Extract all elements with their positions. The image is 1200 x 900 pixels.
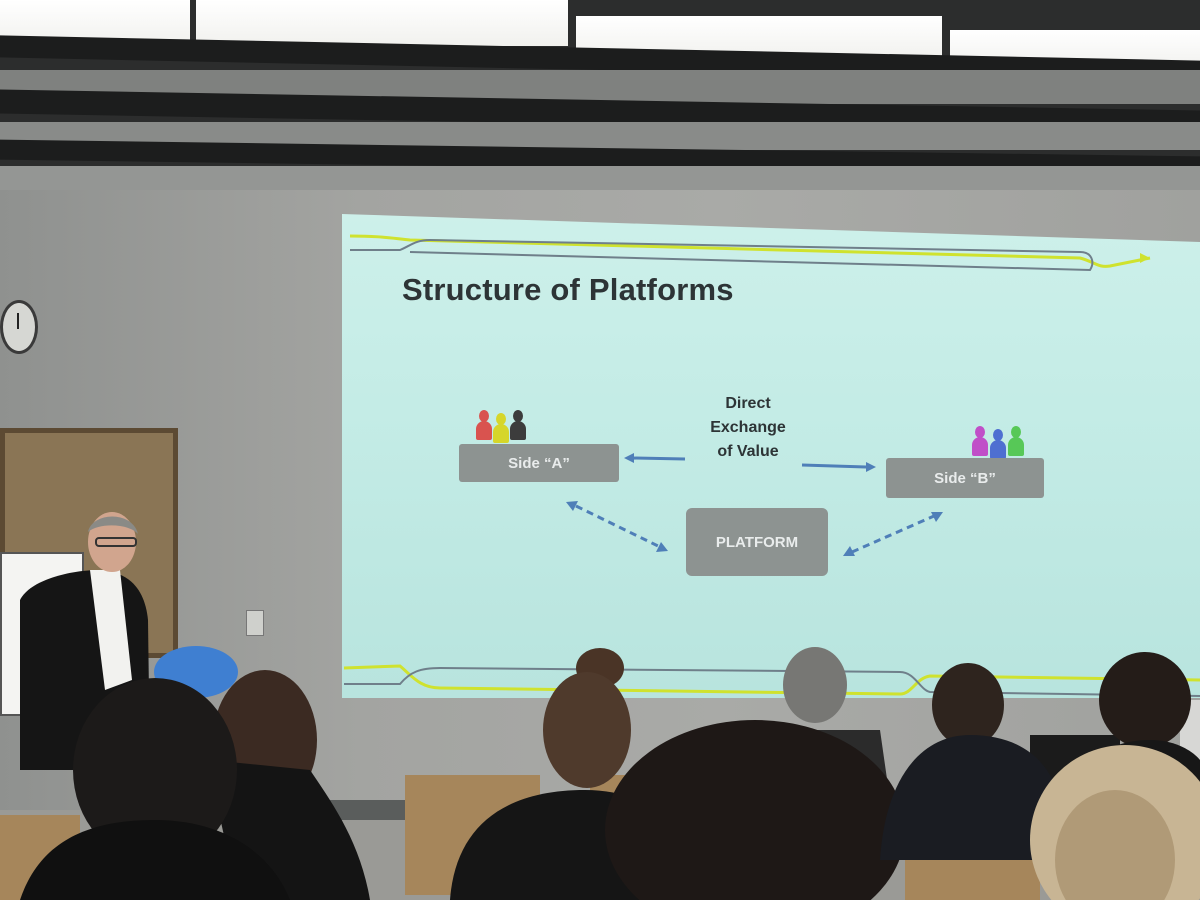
side-b-label: Side “B” xyxy=(934,469,996,487)
audience-head xyxy=(783,647,847,723)
audience-head xyxy=(1099,652,1191,748)
arrow-to-side-a-head xyxy=(624,453,634,463)
ceiling-panel xyxy=(0,166,1200,190)
audience-head xyxy=(932,663,1004,747)
bottom-deco-line xyxy=(344,666,1200,697)
platform-label: PLATFORM xyxy=(715,533,799,551)
side-a-box: Side “A” xyxy=(459,444,619,482)
exchange-line: Direct xyxy=(725,395,771,412)
exchange-line: of Value xyxy=(717,443,779,460)
platform-link-b xyxy=(851,514,935,554)
top-deco-line xyxy=(349,234,1151,268)
ceiling-light xyxy=(196,0,568,46)
audience-body xyxy=(880,735,1060,860)
side-b-box: Side “B” xyxy=(886,458,1044,498)
top-deco-arrowhead xyxy=(1140,253,1150,263)
platform-link-a xyxy=(575,504,659,548)
platform-box: PLATFORM xyxy=(686,508,828,576)
side-a-label: Side “A” xyxy=(508,454,570,472)
ceiling xyxy=(0,0,1200,200)
platform-link-b-head xyxy=(931,512,943,522)
people-group-icon xyxy=(470,410,540,444)
audience-head xyxy=(605,720,905,900)
slide-title: Structure of Platforms xyxy=(402,272,734,307)
top-deco-line xyxy=(350,238,1094,272)
clock-icon xyxy=(0,300,38,354)
arrow-to-side-a xyxy=(631,456,686,461)
audience-head xyxy=(73,678,237,862)
audience-head xyxy=(543,672,631,788)
audience-head xyxy=(1055,790,1175,900)
wall-outlet xyxy=(246,610,264,636)
arrow-to-side-b xyxy=(801,463,867,469)
platform-link-a-head xyxy=(656,542,668,552)
platform-link-a-head xyxy=(566,501,578,511)
arrow-to-side-b-head xyxy=(866,462,876,472)
bottom-deco-line xyxy=(343,664,1200,696)
people-group-icon xyxy=(968,426,1038,460)
direct-exchange-label: Direct Exchange of Value xyxy=(688,392,808,464)
exchange-line: Exchange xyxy=(710,419,786,436)
audience-body xyxy=(20,820,290,900)
platform-link-b-head xyxy=(843,546,855,556)
